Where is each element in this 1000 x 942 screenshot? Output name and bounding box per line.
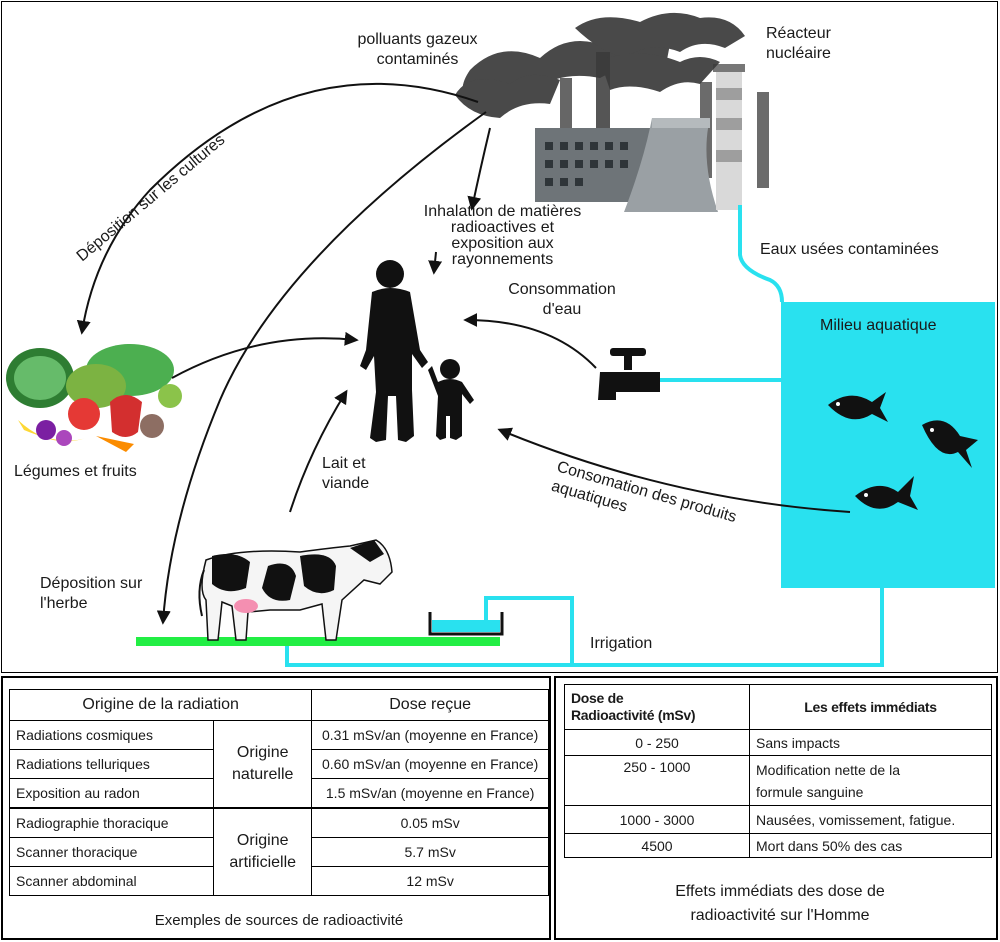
source-cell: Scanner thoracique <box>8 837 215 867</box>
grass-strip <box>136 637 500 646</box>
group-artificial: Origine artificielle <box>213 807 313 896</box>
range-cell: 4500 <box>564 833 750 858</box>
source-cell: Exposition au radon <box>8 778 215 809</box>
source-cell: Scanner abdominal <box>8 866 215 896</box>
range-cell: 1000 - 3000 <box>564 805 750 834</box>
fish-icon <box>828 392 978 510</box>
effects-header-effects: Les effets immédiats <box>749 684 992 730</box>
effect-cell: Nausées, vomissement, fatigue. <box>749 805 992 834</box>
effects-header-dose-line2: Radioactivité (mSv) <box>571 707 696 723</box>
effect-cell: Mort dans 50% des cas <box>749 833 992 858</box>
dose-cell: 12 mSv <box>311 866 549 896</box>
sources-caption: Exemples de sources de radioactivité <box>154 912 404 929</box>
faucet-icon <box>598 348 660 400</box>
effects-table: Dose de Radioactivité (mSv) Les effets i… <box>564 684 992 858</box>
label-aquatic-products: Consomation des produits aquatiques <box>549 459 738 527</box>
vegetables-fruits-icon <box>6 344 182 452</box>
effects-header-dose: Dose de Radioactivité (mSv) <box>564 684 750 730</box>
label-gas-pollutants: polluants gazeux contaminés <box>357 31 478 68</box>
dose-cell: 0.05 mSv <box>311 807 549 838</box>
family-silhouette-icon <box>360 260 474 442</box>
effects-header-dose-line1: Dose de <box>571 690 624 706</box>
effects-caption: Effets immédiats des dose de radioactivi… <box>675 883 885 924</box>
dose-cell: 0.31 mSv/an (moyenne en France) <box>311 720 549 750</box>
range-cell: 250 - 1000 <box>564 755 750 806</box>
flow-arrows <box>76 82 851 625</box>
sources-header-dose: Dose reçue <box>311 689 549 721</box>
sources-table: Origine de la radiation Dose reçue Radia… <box>8 689 549 896</box>
label-reactor: Réacteur nucléaire <box>766 25 831 62</box>
label-water-consumption: Consommation d'eau <box>508 281 616 318</box>
effects-panel <box>554 676 998 940</box>
dose-cell: 1.5 mSv/an (moyenne en France) <box>311 778 549 809</box>
group-natural: Origine naturelle <box>213 720 313 809</box>
label-irrigation: Irrigation <box>590 635 653 652</box>
label-aquatic-environment: Milieu aquatique <box>820 317 937 334</box>
dose-cell: 0.60 mSv/an (moyenne en France) <box>311 749 549 779</box>
sources-panel <box>1 676 551 940</box>
smoke-icon <box>455 12 745 118</box>
dose-cell: 5.7 mSv <box>311 837 549 867</box>
label-grass-deposition: Déposition sur l'herbe <box>40 575 143 612</box>
cow-icon <box>198 539 393 641</box>
label-inhalation: Inhalation de matières radioactives et e… <box>423 203 582 268</box>
label-vegetables-fruits: Légumes et fruits <box>14 463 137 480</box>
diagram-panel <box>1 1 998 673</box>
water-pipes <box>285 205 884 667</box>
effect-cell: Modification nette de la formule sanguin… <box>749 755 992 806</box>
range-cell: 0 - 250 <box>564 729 750 756</box>
sources-header-origin: Origine de la radiation <box>8 689 313 721</box>
irrigation-tank <box>428 612 504 636</box>
diagram-illustration: Déposition sur les cultures Consomation … <box>6 12 995 667</box>
label-milk-meat: Lait et viande <box>322 455 370 492</box>
effect-cell: Sans impacts <box>749 729 992 756</box>
source-cell: Radiations cosmiques <box>8 720 215 750</box>
source-cell: Radiographie thoracique <box>8 807 215 838</box>
label-wastewater: Eaux usées contaminées <box>760 241 939 258</box>
source-cell: Radiations telluriques <box>8 749 215 779</box>
label-crop-deposition: Déposition sur les cultures <box>74 131 229 265</box>
factory-icon <box>535 52 769 212</box>
